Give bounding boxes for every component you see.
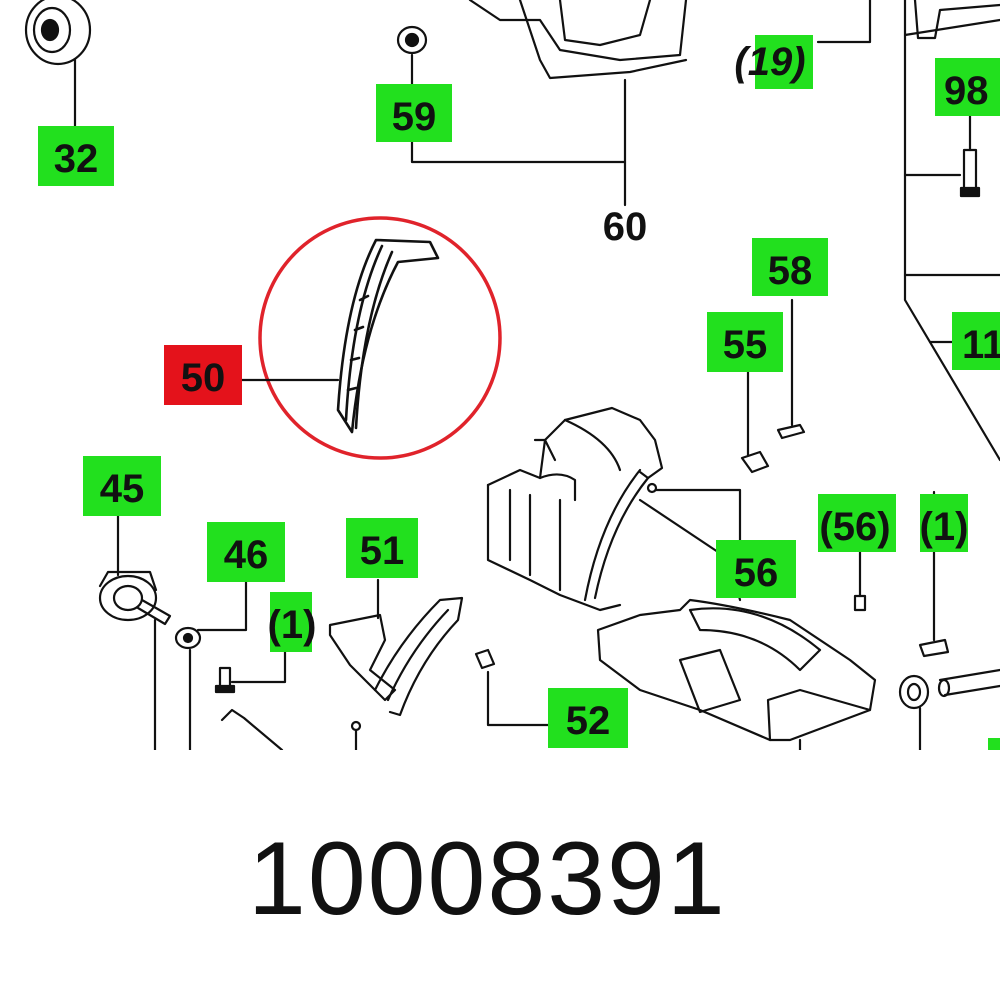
callout-60[interactable]: 60	[603, 205, 648, 249]
leader-52	[486, 670, 550, 727]
callout-52[interactable]: 52	[566, 699, 611, 743]
callout-1-left-box	[270, 592, 312, 652]
part-51-arc-bracket[interactable]	[328, 596, 464, 717]
callout-58-box	[752, 238, 828, 296]
callout-50-box	[164, 345, 242, 405]
callout-56-box	[716, 540, 796, 598]
part-45-knob[interactable]	[98, 570, 172, 626]
right-frame[interactable]	[903, 0, 1000, 462]
callout-59[interactable]: 59	[392, 95, 437, 139]
callout-11[interactable]: 11	[962, 323, 1000, 367]
small-screw	[350, 720, 362, 750]
callout-1-right-box	[920, 494, 968, 552]
leader-56	[654, 488, 742, 542]
callout-32[interactable]: 32	[54, 137, 99, 181]
callout-1-right[interactable]: (1)	[920, 505, 969, 549]
callout-45[interactable]: 45	[100, 467, 145, 511]
part-98-screw[interactable]	[959, 113, 981, 198]
callout-55[interactable]: 55	[723, 323, 768, 367]
callout-1-left[interactable]: (1)	[268, 603, 317, 647]
rod-and-bushing[interactable]	[898, 668, 1000, 710]
cable	[220, 708, 284, 750]
callout-52-box	[548, 688, 628, 748]
callout-51-box	[346, 518, 418, 578]
callout-56b-box	[818, 494, 896, 552]
callout-56[interactable]: 56	[734, 551, 779, 595]
leader-46	[196, 578, 248, 632]
callout-19-box	[755, 35, 813, 89]
callout-46-box	[207, 522, 285, 582]
callout-11-box	[952, 312, 1000, 370]
callout-59-box	[376, 84, 452, 142]
part-56-screw[interactable]	[853, 550, 867, 612]
edge-label-box	[988, 738, 1000, 750]
callout-50[interactable]: 50	[181, 356, 226, 400]
callout-56b[interactable]: (56)	[819, 505, 890, 549]
part-1-screw-left[interactable]	[214, 666, 236, 694]
callout-98[interactable]: 98	[944, 69, 989, 113]
highlight-ring	[258, 216, 502, 460]
callout-98-box	[935, 58, 1000, 116]
part-32-wheel[interactable]	[24, 0, 92, 66]
part-60-housing[interactable]	[468, 0, 688, 80]
callout-46[interactable]: 46	[224, 533, 269, 577]
exploded-parts-diagram: 32 59 60 (19) 98 11 58 55 50 45 46 (1) 5…	[24, 0, 1000, 750]
callout-45-box	[83, 456, 161, 516]
leader-60	[410, 138, 627, 164]
main-base-housing[interactable]	[486, 406, 877, 742]
leader-1-left	[230, 648, 287, 684]
callout-51[interactable]: 51	[360, 529, 405, 573]
part-59-ring[interactable]	[396, 25, 428, 55]
part-52-spring[interactable]	[474, 648, 496, 670]
callout-19[interactable]: (19)	[734, 40, 805, 84]
part-58-screw[interactable]	[776, 298, 806, 440]
leader-19	[816, 0, 872, 44]
callout-32-box	[38, 126, 114, 186]
callout-55-box	[707, 312, 783, 372]
part-50-arc-guide[interactable]	[336, 238, 440, 434]
part-number: 10008391	[248, 821, 727, 937]
part-55-clip[interactable]	[740, 370, 770, 474]
callout-58[interactable]: 58	[768, 249, 813, 293]
part-46-washer[interactable]	[174, 626, 202, 650]
